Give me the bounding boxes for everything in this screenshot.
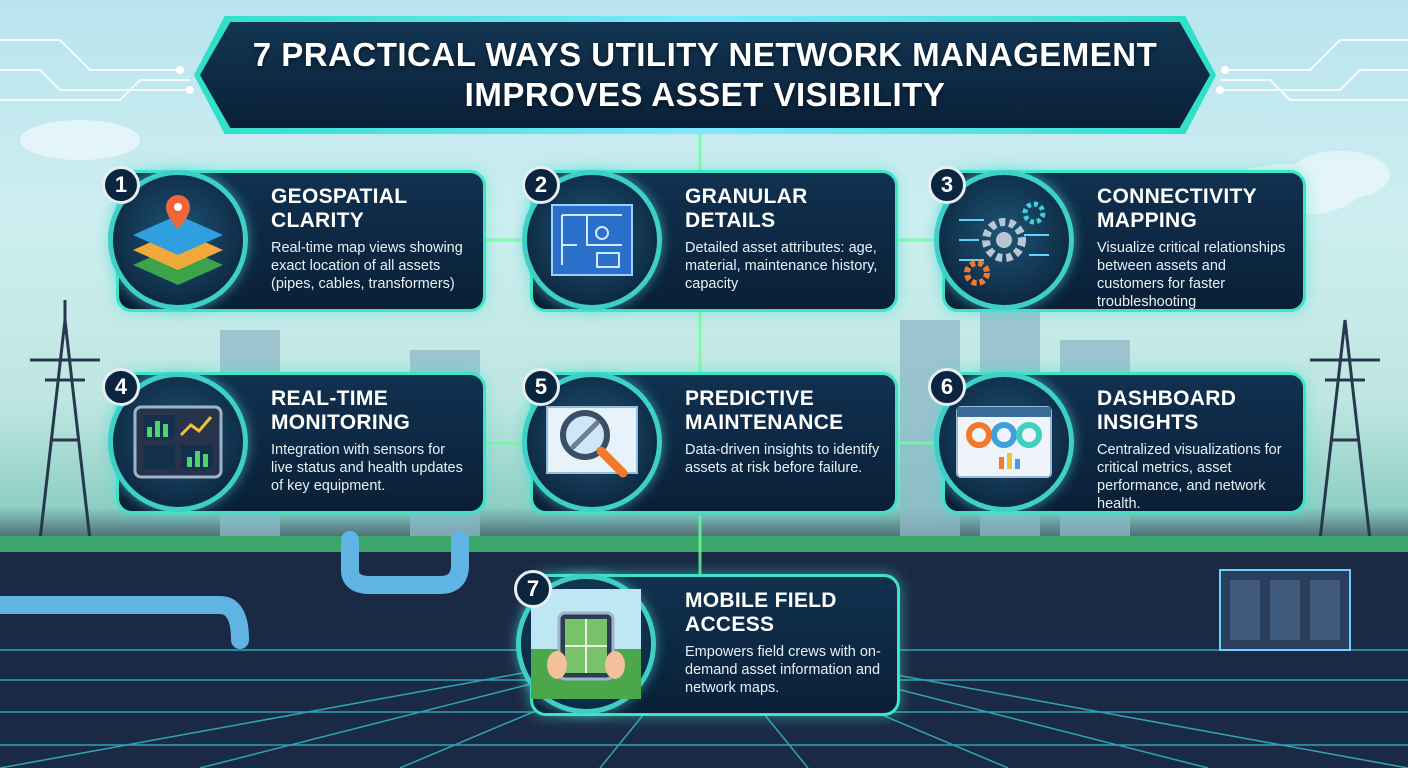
circuit-nodes bbox=[176, 66, 1229, 94]
card-description: Data-driven insights to identify assets … bbox=[685, 442, 880, 476]
icon-circle-7 bbox=[516, 574, 656, 714]
card-title-line-2: Clarity bbox=[271, 209, 365, 232]
card-description: Integration with sensors for live status… bbox=[271, 442, 463, 494]
card-title-line-1: Mobile Field bbox=[685, 589, 837, 612]
water-pipes bbox=[0, 531, 469, 649]
power-towers bbox=[30, 300, 1380, 541]
card-description: Visualize critical relationships between… bbox=[1097, 240, 1286, 310]
number-badge-3: 3 bbox=[928, 166, 966, 204]
card-title-line-1: Geospatial bbox=[271, 185, 408, 208]
card-title-line-1: Dashboard bbox=[1097, 387, 1237, 410]
card-description: Real-time map views showing exact locati… bbox=[271, 240, 463, 292]
number-badge-6: 6 bbox=[928, 368, 966, 406]
monitoring-tablet-icon bbox=[133, 405, 223, 479]
magnifier-wrench-icon bbox=[546, 406, 638, 478]
title-line-1: 7 Practical Ways Utility Network Managem… bbox=[252, 36, 1158, 73]
card-description: Centralized visualizations for critical … bbox=[1097, 442, 1282, 512]
card-title-line-2: Mapping bbox=[1097, 209, 1198, 232]
connector-lines bbox=[484, 128, 935, 575]
circuit-lines bbox=[0, 39, 1408, 101]
card-title-line-2: Maintenance bbox=[685, 411, 844, 434]
grass-strip bbox=[0, 536, 1408, 552]
card-title-line-1: Real-Time bbox=[271, 387, 389, 410]
card-description: Empowers field crews with on-demand asse… bbox=[685, 644, 881, 696]
number-badge-2: 2 bbox=[522, 166, 560, 204]
mobile-tablet-field-icon bbox=[531, 589, 641, 699]
card-title-line-2: Access bbox=[685, 613, 775, 636]
number-badge-5: 5 bbox=[522, 368, 560, 406]
server-rack bbox=[1219, 569, 1351, 651]
card-title-line-2: Details bbox=[685, 209, 776, 232]
layered-map-icon bbox=[133, 195, 223, 285]
card-title-line-1: Granular bbox=[685, 185, 808, 208]
number-badge-1: 1 bbox=[102, 166, 140, 204]
card-title-line-1: Connectivity bbox=[1097, 185, 1257, 208]
blueprint-icon bbox=[551, 204, 633, 276]
card-title-line-1: Predictive bbox=[685, 387, 815, 410]
icon-circle-2 bbox=[522, 170, 662, 310]
number-badge-4: 4 bbox=[102, 368, 140, 406]
card-title-line-2: Monitoring bbox=[271, 411, 411, 434]
card-title-line-2: Insights bbox=[1097, 411, 1199, 434]
number-badge-7: 7 bbox=[514, 570, 552, 608]
title-banner: 7 Practical Ways Utility Network Managem… bbox=[200, 22, 1210, 128]
dashboard-screen-icon bbox=[956, 406, 1052, 478]
card-description: Detailed asset attributes: age, material… bbox=[685, 240, 878, 292]
gears-network-icon bbox=[959, 201, 1049, 286]
title-line-2: Improves Asset Visibility bbox=[464, 76, 946, 113]
